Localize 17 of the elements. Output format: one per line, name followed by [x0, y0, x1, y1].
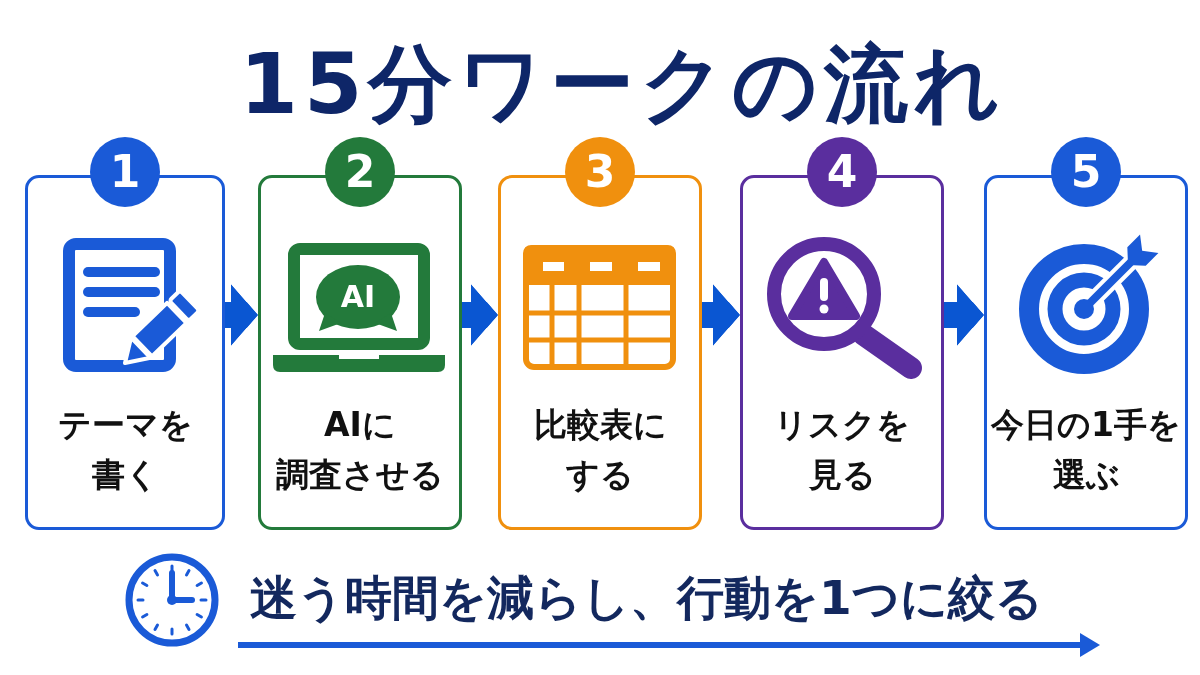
arrow	[702, 284, 740, 346]
bubble-text: AI	[340, 282, 376, 312]
step-label: AIに調査させる	[276, 404, 444, 496]
arrow	[225, 284, 258, 346]
arrow	[462, 284, 498, 346]
step-number: 4	[807, 137, 877, 207]
step-label: 今日の1手を選ぶ	[991, 404, 1181, 496]
step-label: 比較表にする	[533, 404, 667, 496]
summary-text: 迷う時間を減らし、行動を1つに絞る	[250, 569, 1043, 627]
step-number: 5	[1051, 137, 1121, 207]
step-label: テーマを書く	[57, 404, 193, 496]
step-number: 2	[325, 137, 395, 207]
step-label: リスクを見る	[774, 404, 910, 496]
title: 15分ワークの流れ	[239, 36, 1007, 132]
step-number: 3	[565, 137, 635, 207]
step-number: 1	[90, 137, 160, 207]
arrow	[944, 284, 984, 346]
